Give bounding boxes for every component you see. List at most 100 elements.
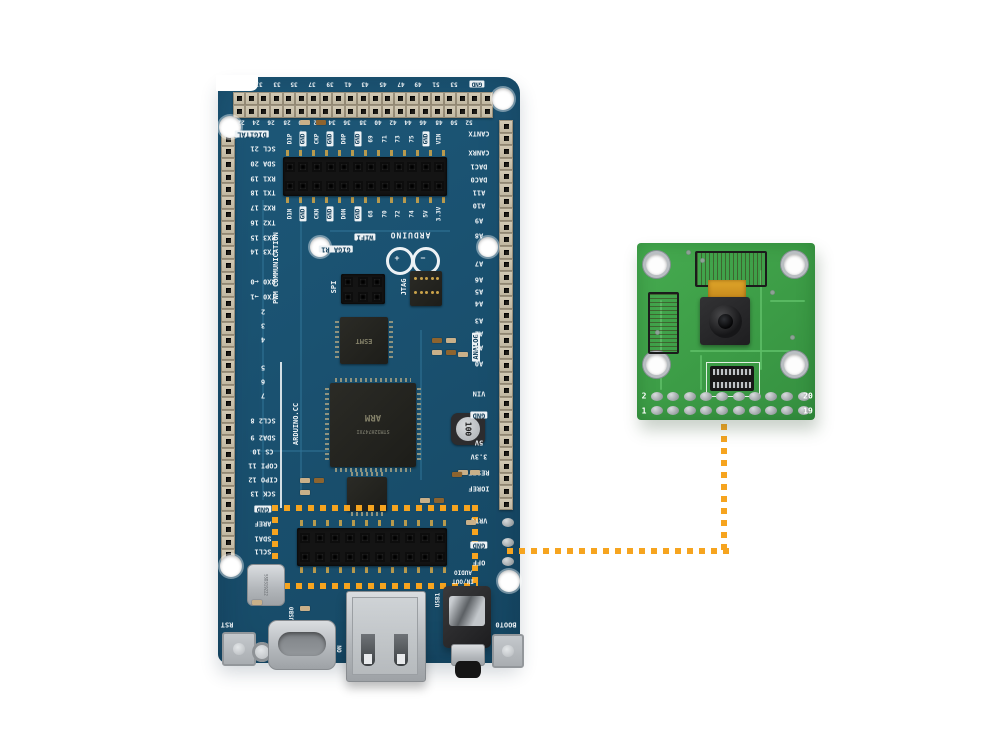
header-pin-socket bbox=[337, 157, 351, 177]
header-socket bbox=[221, 485, 235, 499]
header-pin-socket bbox=[405, 177, 419, 197]
pin-label: 39 bbox=[326, 80, 334, 88]
pin-label: A10 bbox=[472, 201, 486, 210]
header-pin-socket bbox=[324, 157, 338, 177]
header-socket bbox=[499, 271, 513, 284]
pin-label: SDA2 9 bbox=[250, 433, 276, 442]
header-socket bbox=[456, 105, 469, 118]
header-column-label: D0N bbox=[340, 208, 348, 220]
header-pin-socket bbox=[365, 157, 379, 177]
header-socket bbox=[499, 132, 513, 146]
smd-passive bbox=[452, 472, 462, 477]
header-socket bbox=[221, 208, 235, 222]
rst-label: RST bbox=[220, 620, 234, 629]
header-column-label: 5V bbox=[422, 210, 429, 218]
header-socket bbox=[221, 460, 235, 474]
header-socket bbox=[499, 409, 513, 423]
camera-pad bbox=[651, 392, 663, 401]
header-socket bbox=[221, 284, 235, 297]
pin-label: 53 bbox=[450, 80, 458, 88]
pin-label: A5 bbox=[474, 287, 484, 296]
smd-passive bbox=[434, 498, 444, 503]
header-socket bbox=[499, 384, 513, 398]
pin-label: A6 bbox=[474, 275, 484, 284]
header-socket bbox=[443, 92, 457, 105]
jtag-pin bbox=[414, 291, 417, 294]
header-column-label: 75 bbox=[408, 135, 416, 143]
header-socket bbox=[221, 145, 235, 159]
header-socket bbox=[257, 105, 271, 118]
header-socket bbox=[307, 105, 320, 118]
left-female-header bbox=[221, 133, 235, 562]
pin-label: OFF bbox=[472, 558, 486, 567]
pin-label: A9 bbox=[474, 216, 484, 225]
spi-header bbox=[341, 274, 385, 304]
pin-label: A8 bbox=[474, 231, 484, 240]
mounting-hole bbox=[492, 88, 514, 110]
top-female-header bbox=[233, 92, 495, 118]
pin-label: COPI 11 bbox=[248, 461, 278, 470]
camera-pad bbox=[667, 392, 680, 401]
header-socket bbox=[499, 434, 513, 448]
boot0-button bbox=[492, 634, 524, 668]
pin-label: CS 10 bbox=[252, 447, 274, 456]
header-column-label: D1N bbox=[286, 208, 293, 220]
pin-label: DAC1 bbox=[470, 162, 488, 171]
header-socket bbox=[221, 271, 235, 285]
off-pad bbox=[502, 557, 514, 566]
pin-label: RX1 19 bbox=[250, 174, 276, 183]
smd-passive bbox=[466, 520, 476, 525]
pin-label: TX0 →1 bbox=[250, 292, 276, 301]
header-socket bbox=[282, 105, 295, 118]
pcb-trace bbox=[700, 355, 702, 390]
header-socket bbox=[499, 447, 513, 461]
jtag-pin bbox=[430, 277, 434, 280]
smd-passive bbox=[300, 490, 310, 495]
pin-label: 44 bbox=[404, 118, 412, 126]
pin-label: 7 bbox=[260, 391, 266, 400]
jtag-pin bbox=[414, 277, 417, 280]
header-socket bbox=[332, 105, 345, 118]
header-column-label: GND bbox=[354, 131, 361, 147]
pin-label-gnd: GND bbox=[469, 80, 485, 88]
audio-inout-label: IN/OUT bbox=[452, 577, 474, 585]
header-column-label: 3.3V bbox=[435, 206, 443, 222]
header-column-label: 74 bbox=[408, 210, 416, 218]
usb1-label: USB1 bbox=[434, 592, 442, 608]
pin-label: 26 bbox=[267, 118, 276, 126]
pin-label: 28 bbox=[282, 118, 291, 126]
header-column-label: D0P bbox=[340, 133, 348, 145]
header-column-label: GND bbox=[299, 131, 307, 147]
header-socket bbox=[245, 105, 258, 118]
smd-passive bbox=[432, 350, 442, 355]
audio-jack bbox=[443, 586, 491, 648]
header-socket bbox=[499, 195, 513, 209]
pin-label: 43 bbox=[361, 80, 369, 88]
mcu-chip: ARM STM32H747XI bbox=[325, 378, 421, 472]
pcb-trace bbox=[770, 300, 805, 302]
pin-label: AREF bbox=[254, 519, 272, 528]
camera-pad bbox=[797, 406, 810, 415]
pin-label: A3 bbox=[474, 316, 484, 325]
jtag-pin bbox=[430, 291, 434, 294]
arduino-cc-label: ARDUINO.CC bbox=[292, 402, 300, 446]
pin-label: SCL1 bbox=[254, 547, 272, 556]
header-socket bbox=[499, 422, 513, 435]
jtag-pin bbox=[425, 277, 428, 280]
header-socket bbox=[499, 120, 513, 133]
header-column-label: GND bbox=[422, 131, 429, 147]
jtag-label: JTAG bbox=[400, 278, 408, 296]
header-pin-socket bbox=[356, 274, 371, 289]
header-socket bbox=[319, 92, 333, 105]
header-socket bbox=[221, 233, 235, 247]
header-socket bbox=[381, 92, 395, 105]
header-socket bbox=[270, 105, 283, 118]
pin-label: SDA 20 bbox=[250, 159, 276, 168]
pin-label: 47 bbox=[396, 80, 405, 88]
camera-pad bbox=[667, 406, 680, 415]
header-socket bbox=[221, 498, 235, 511]
header-socket bbox=[221, 422, 235, 436]
smd-passive bbox=[432, 338, 442, 343]
test-point bbox=[770, 290, 775, 295]
